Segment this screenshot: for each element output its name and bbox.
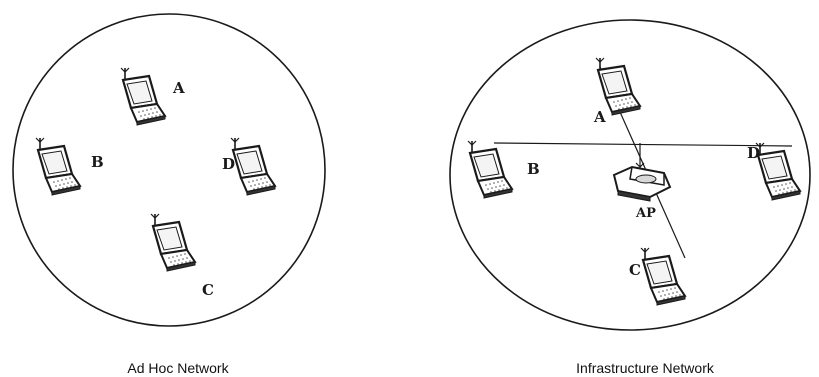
infra-label-a: A [593,108,606,126]
infra-laptop-c [641,248,685,305]
adhoc-laptop-c [151,214,195,271]
infra-caption: Infrastructure Network [576,360,715,376]
access-point-device [614,163,670,201]
infra-laptop-d [756,143,800,200]
adhoc-laptop-a [121,68,165,125]
adhoc-caption: Ad Hoc Network [127,360,229,376]
infra-label-b: B [527,160,540,178]
adhoc-laptop-d [231,138,275,195]
adhoc-label-d: D [222,155,235,173]
infra-label-c: C [629,261,641,279]
infra-diagram: AP A B D C Infrastructure Network [450,20,810,376]
infra-laptop-b [468,141,512,198]
infra-ap-label: AP [635,206,656,221]
infra-label-d: D [747,144,760,162]
adhoc-laptop-b [36,138,80,195]
adhoc-diagram: A B D C Ad Hoc Network [13,14,325,376]
infra-laptop-a [596,58,640,115]
adhoc-label-a: A [172,79,185,97]
adhoc-label-c: C [202,281,214,299]
adhoc-label-b: B [91,153,104,171]
